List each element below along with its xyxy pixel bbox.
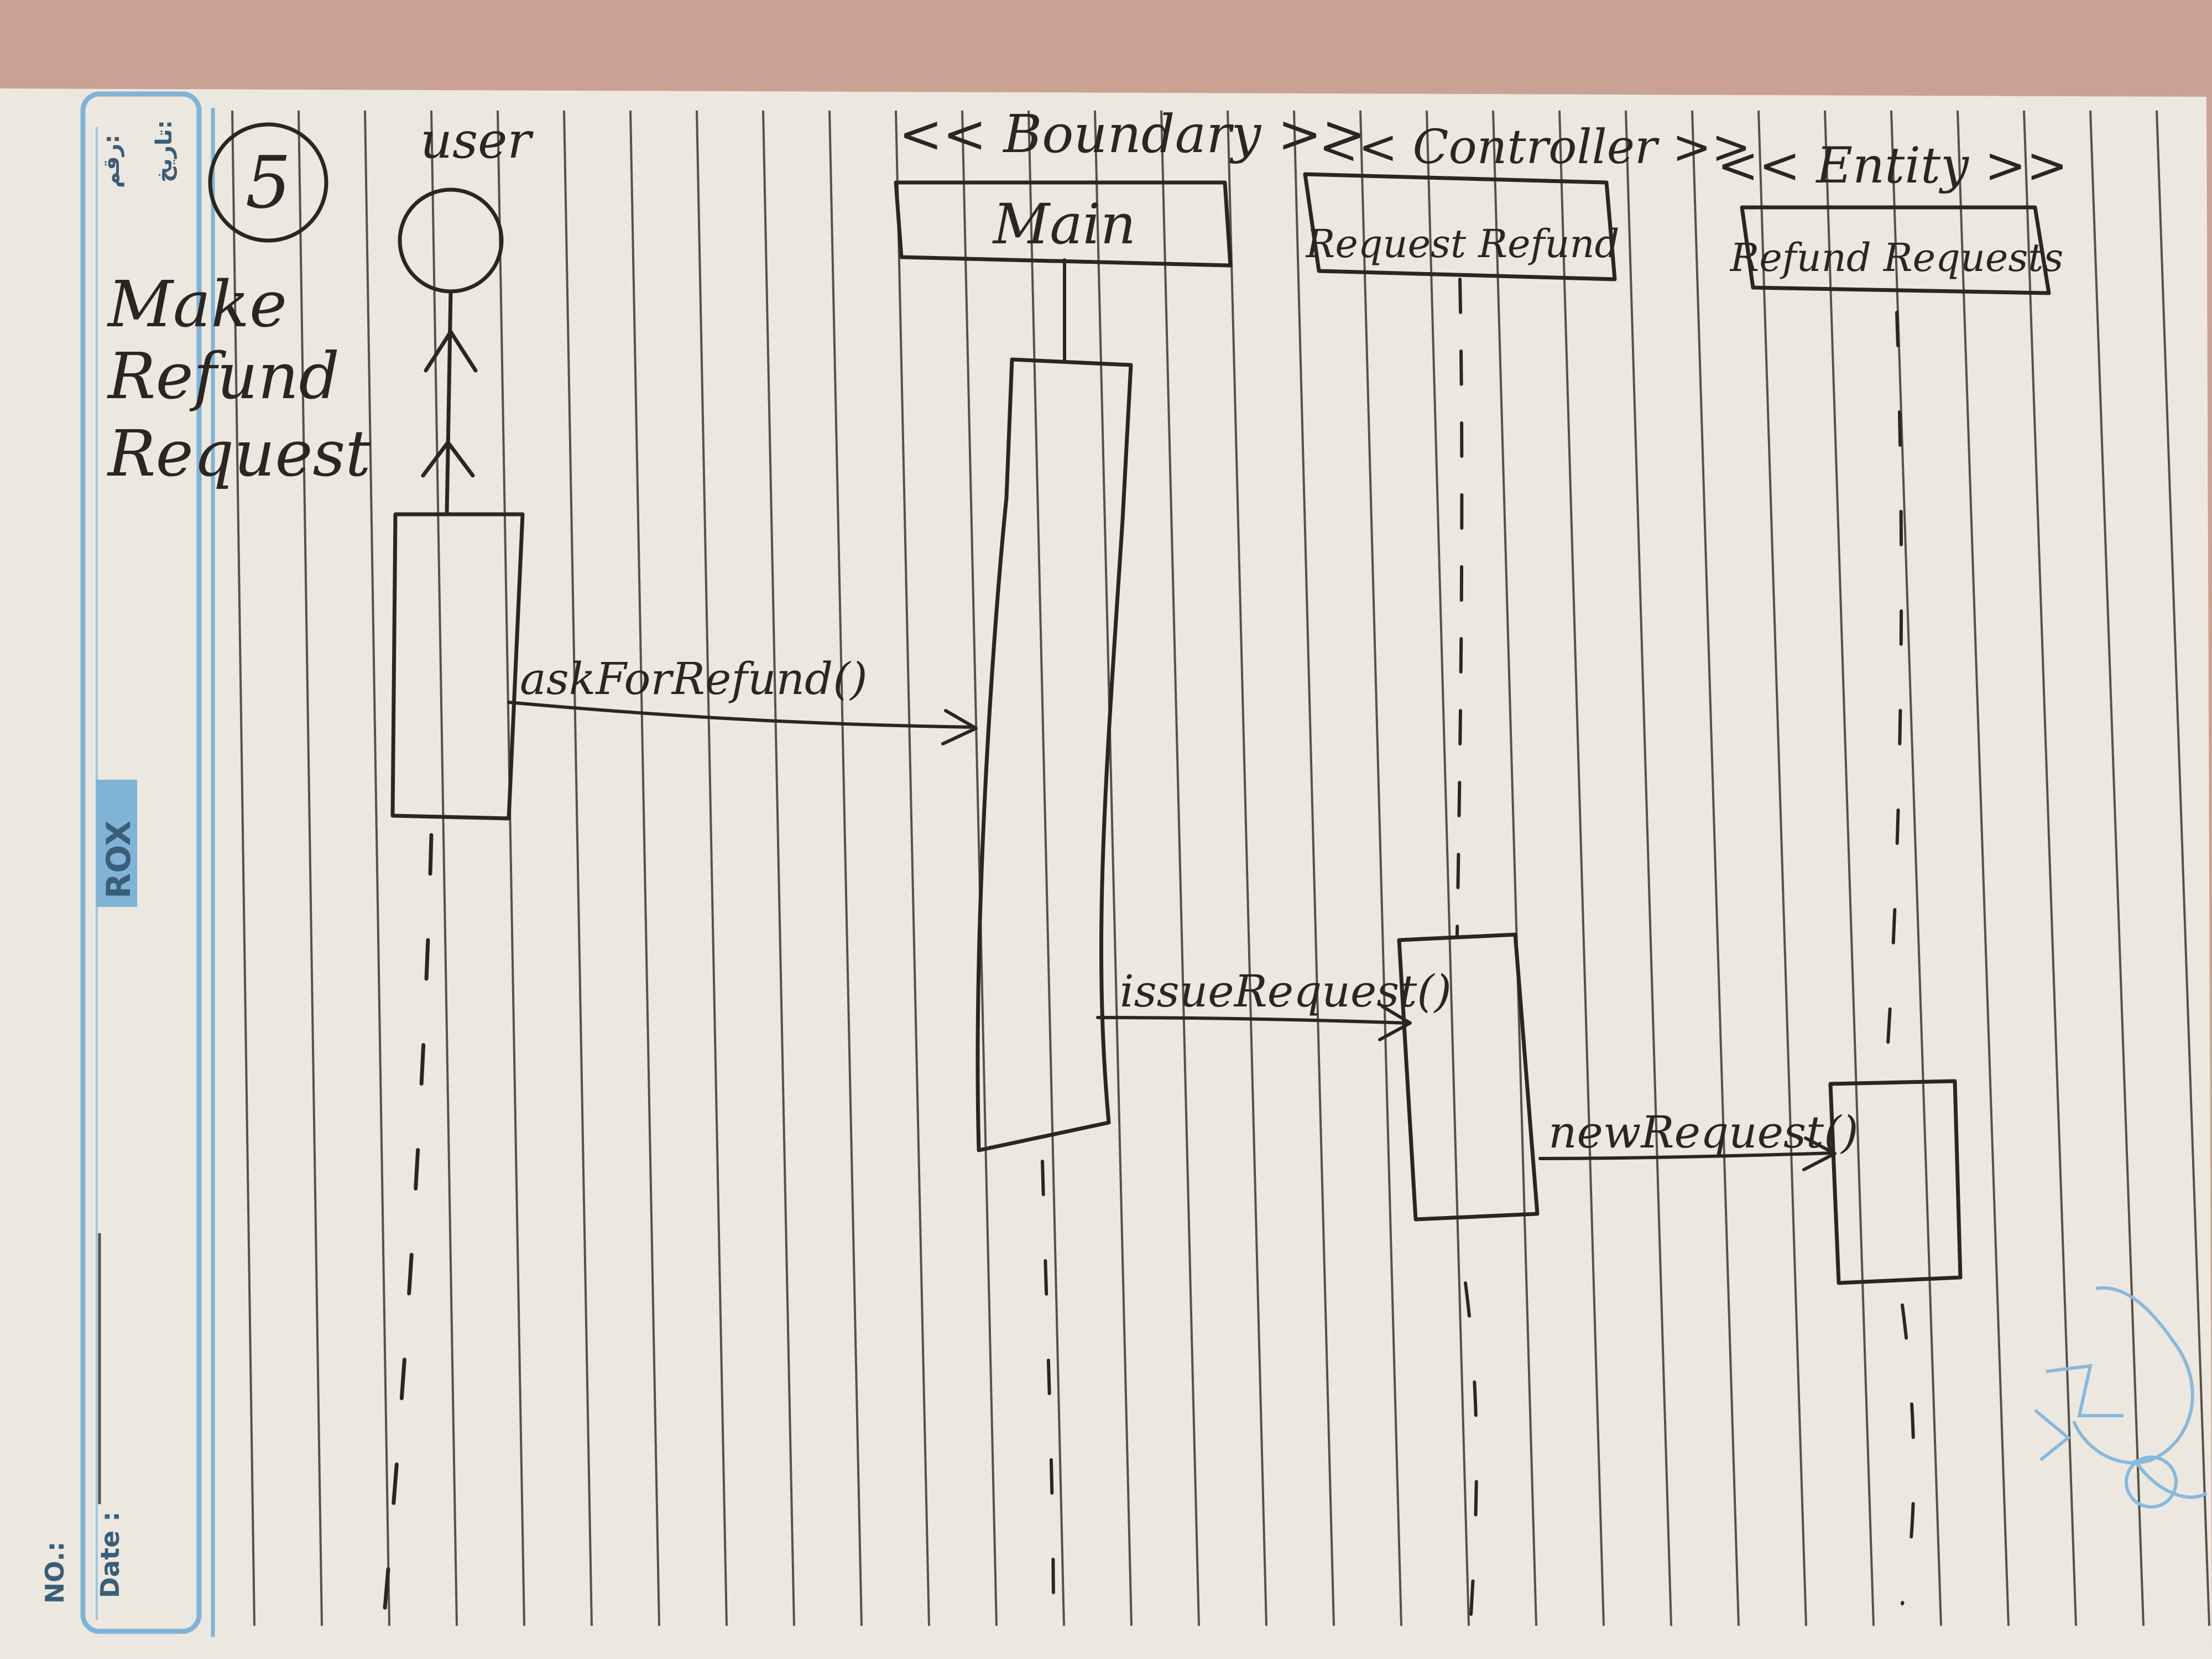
rule-line <box>696 110 728 1626</box>
rule-line <box>1691 110 1740 1626</box>
message-label-3: newRequest() <box>1548 1107 1859 1158</box>
stereotype-boundary: << Boundary >> <box>899 104 1366 165</box>
actor-label: user <box>420 112 534 170</box>
brand-logo: ROX <box>100 821 138 899</box>
arrowhead-icon <box>1378 1005 1412 1041</box>
title-line-2: Refund <box>107 340 340 414</box>
rule-line <box>231 110 255 1626</box>
blue-doodle-sketch <box>2034 1286 2208 1509</box>
rule-line <box>563 110 593 1626</box>
lifeline-box-main <box>894 180 1233 268</box>
brand-badge <box>96 780 137 907</box>
actor-body-icon <box>445 289 453 517</box>
page-number-badge: 5 <box>208 122 328 243</box>
rule-line <box>1293 110 1335 1626</box>
notebook-margin: ROX NO.: Date : رقم: تاريخ: <box>40 91 215 1637</box>
title-line-3: Request <box>107 417 371 491</box>
rule-line <box>1625 110 1672 1626</box>
message-1: askForRefund() <box>507 653 978 745</box>
paper-sheet <box>0 88 2212 1659</box>
lifeline-name-request-refund: Request Refund <box>1305 221 1620 267</box>
rule-line <box>1359 110 1402 1626</box>
title-line-1: Make <box>107 268 287 342</box>
message-label-1: askForRefund() <box>520 653 868 705</box>
arabic-date-label: تاريخ: <box>152 120 177 182</box>
rule-line <box>1227 110 1267 1626</box>
rule-line <box>1426 110 1470 1626</box>
lifeline-group-refund-requests: << Entity >> Refund Requests <box>1717 137 2068 1605</box>
rule-line <box>961 110 998 1626</box>
rule-line <box>629 110 660 1626</box>
rule-line <box>430 110 458 1626</box>
page-number: 5 <box>246 140 291 225</box>
rule-line <box>762 110 795 1626</box>
rule-line <box>2023 110 2077 1626</box>
rule-line <box>1027 110 1065 1626</box>
lifeline-request-refund <box>1455 278 1464 936</box>
rule-line <box>1160 110 1200 1626</box>
arrowhead-icon <box>941 709 978 745</box>
rule-line <box>298 110 323 1626</box>
rule-line <box>1757 110 1807 1626</box>
activation-refund-requests <box>1828 1079 1963 1285</box>
message-2: issueRequest() <box>1096 966 1452 1041</box>
rule-line <box>497 110 525 1626</box>
lifeline-name-main: Main <box>992 192 1136 257</box>
lifeline-box-refund-requests <box>1740 205 2051 295</box>
lifeline-refund-requests <box>1884 311 1903 1080</box>
rule-line <box>1492 110 1537 1626</box>
stereotype-controller: << Controller >> <box>1319 120 1751 175</box>
arrowhead-icon <box>1802 1136 1837 1171</box>
lifeline-group-request-refund: << Controller >> Request Refund <box>1303 120 1751 1616</box>
lifeline-main <box>1041 1160 1055 1616</box>
rule-line <box>1558 110 1605 1626</box>
message-3: newRequest() <box>1538 1107 1859 1171</box>
rule-line <box>2089 110 2145 1626</box>
actor-user: user <box>382 112 534 1617</box>
lifeline-box-request-refund <box>1303 172 1617 281</box>
date-label: Date : <box>95 1511 125 1598</box>
actor-arms-icon <box>424 330 478 373</box>
rule-line <box>895 110 930 1626</box>
lifeline-name-refund-requests: Refund Requests <box>1729 235 2064 280</box>
diagram-title: Make Refund Request <box>107 268 371 491</box>
rule-line <box>2156 110 2210 1626</box>
arabic-number-label: رقم: <box>99 134 124 188</box>
actor-legs-icon <box>421 440 475 478</box>
activation-request-refund <box>1397 932 1540 1222</box>
activation-user <box>390 512 525 821</box>
rule-line <box>1957 110 2010 1626</box>
rule-line <box>1890 110 1942 1626</box>
stereotype-entity: << Entity >> <box>1717 137 2068 195</box>
notebook-rule-lines <box>231 110 2210 1626</box>
message-label-2: issueRequest() <box>1120 966 1452 1017</box>
no-label: NO.: <box>40 1542 70 1604</box>
activation-main <box>975 357 1133 1152</box>
rule-line <box>828 110 863 1626</box>
rule-line <box>364 110 390 1626</box>
lifeline-user <box>382 833 434 1617</box>
lifeline-group-main: << Boundary >> Main <box>894 104 1366 1616</box>
rule-line <box>1824 110 1875 1626</box>
